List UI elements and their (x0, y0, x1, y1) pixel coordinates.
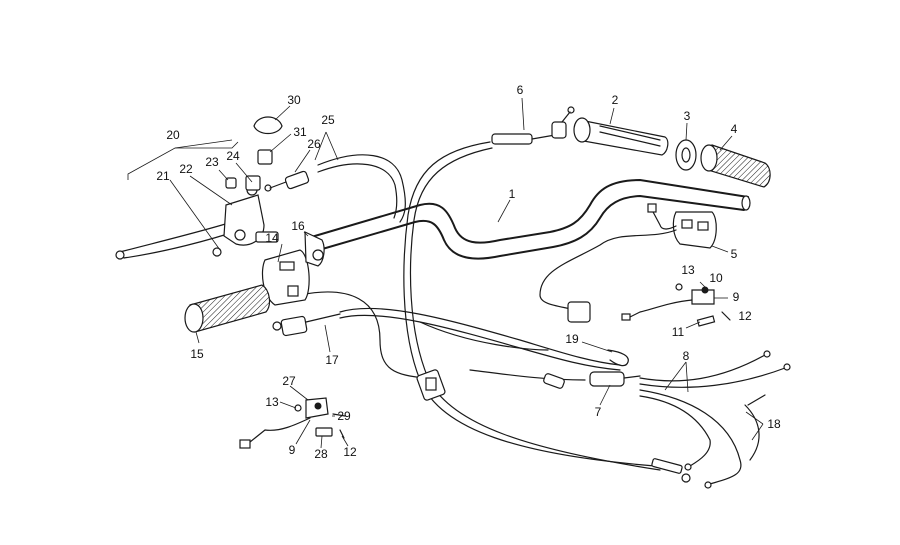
callout-18: 18 (767, 417, 781, 431)
callout-20: 20 (166, 128, 180, 142)
callout-2: 2 (612, 93, 619, 107)
right-switch-housing (539, 203, 717, 323)
choke-lever (272, 313, 341, 337)
callout-16: 16 (291, 219, 305, 233)
callout-27: 27 (282, 374, 296, 388)
callout-25: 25 (321, 113, 335, 127)
callout-21: 21 (156, 169, 170, 183)
callout-22: 22 (179, 162, 193, 176)
front-brake-switch (239, 397, 346, 449)
callout-26: 26 (307, 137, 321, 151)
control-cables (299, 141, 661, 471)
callout-19: 19 (565, 332, 579, 346)
callout-12-left: 12 (343, 445, 357, 459)
throttle-cable-fitting (491, 106, 575, 145)
callout-9-left: 9 (289, 443, 296, 457)
callout-5: 5 (731, 247, 738, 261)
callout-11: 11 (672, 325, 685, 339)
right-clutch-switch (621, 283, 731, 327)
cable-junction (543, 371, 641, 389)
callout-6: 6 (517, 83, 524, 97)
callout-1: 1 (509, 187, 516, 201)
callout-7: 7 (595, 405, 602, 419)
callout-9-right: 9 (733, 290, 740, 304)
callout-28: 28 (314, 447, 328, 461)
grip-washer (675, 139, 697, 171)
callout-3: 3 (684, 109, 691, 123)
callout-23: 23 (205, 155, 219, 169)
callout-4: 4 (731, 122, 738, 136)
callout-31: 31 (293, 125, 307, 139)
throttle-grip (573, 117, 669, 156)
callout-13-right: 13 (681, 263, 695, 277)
clutch-lever-assembly (115, 175, 279, 260)
part-number-labels: 30 25 31 26 20 23 24 22 21 16 14 15 17 6… (156, 83, 781, 461)
left-connector (416, 369, 446, 401)
clutch-cable (744, 394, 766, 461)
left-switch-housing (261, 231, 325, 306)
right-grip (700, 144, 771, 188)
callout-30: 30 (287, 93, 301, 107)
leader-lines (169, 97, 764, 449)
callout-8: 8 (683, 349, 690, 363)
cable-clip (607, 349, 629, 367)
cable-bundle (639, 350, 791, 489)
group-brackets (127, 131, 339, 180)
callout-14: 14 (265, 231, 279, 245)
handlebar (307, 179, 751, 260)
callout-10: 10 (709, 271, 723, 285)
callout-13-left: 13 (265, 395, 279, 409)
left-grip (184, 284, 271, 333)
callout-15: 15 (190, 347, 204, 361)
callout-17: 17 (325, 353, 339, 367)
callout-12-right: 12 (738, 309, 752, 323)
callout-24: 24 (226, 149, 240, 163)
mirror-adjuster (253, 116, 310, 190)
callout-29: 29 (337, 409, 351, 423)
cable-end-fitting (651, 458, 691, 483)
